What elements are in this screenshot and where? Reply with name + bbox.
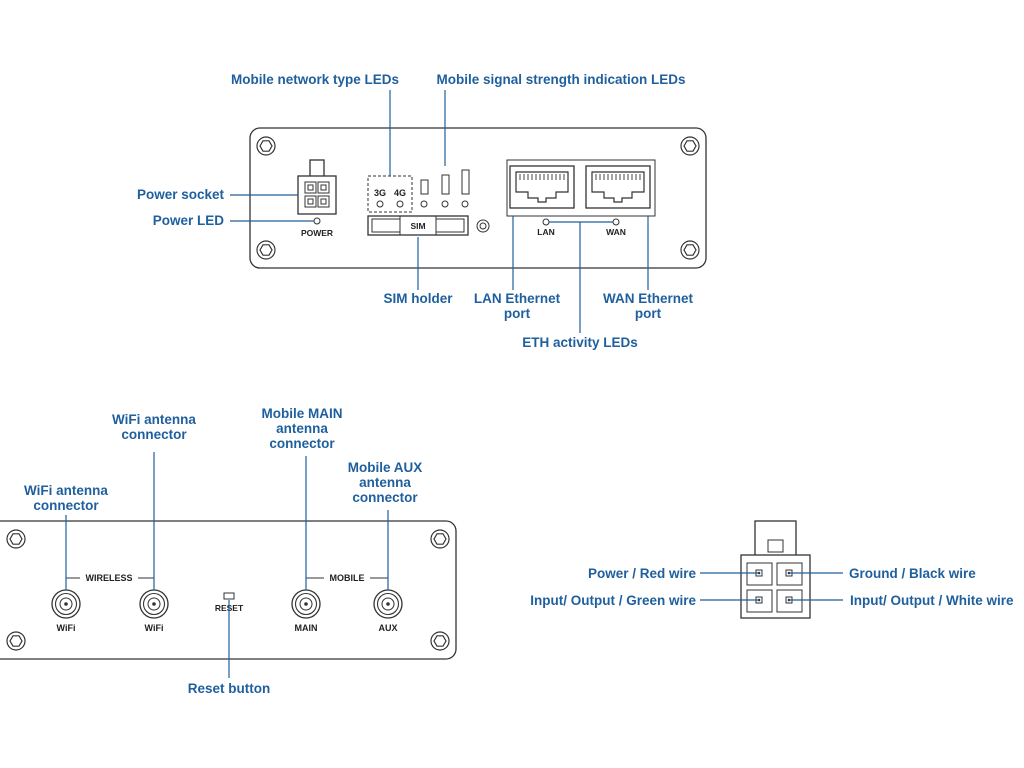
mobile-aux-antenna-connector — [373, 589, 403, 619]
screw-icon — [680, 240, 700, 260]
power-led-label: Power LED — [153, 213, 225, 228]
wifi-antenna-connector-1 — [51, 589, 81, 619]
eth-activity-leds-label: ETH activity LEDs — [522, 335, 638, 350]
mobile-main-label-line1: Mobile MAIN — [262, 406, 343, 421]
mobile-signal-strength-leds-label: Mobile signal strength indication LEDs — [436, 72, 685, 87]
front-panel-body — [249, 127, 707, 269]
mobile-main-label-line3: connector — [269, 436, 335, 451]
wifi-1-marking: WiFi — [57, 623, 76, 633]
wan-ethernet-port-label-line1: WAN Ethernet — [603, 291, 694, 306]
led-4g — [396, 200, 404, 208]
sim-marking: SIM — [410, 221, 425, 231]
mobile-main-label-line2: antenna — [276, 421, 328, 436]
sim-eject-button-center — [479, 222, 487, 230]
power-socket — [297, 159, 337, 215]
wan-marking: WAN — [606, 227, 626, 237]
lan-activity-led — [542, 218, 550, 226]
wireless-marking: WIRELESS — [85, 573, 132, 583]
power-connector — [740, 520, 811, 619]
screw-icon — [6, 529, 26, 549]
mobile-network-type-leds-label: Mobile network type LEDs — [231, 72, 399, 87]
screw-icon — [6, 631, 26, 651]
mobile-aux-label-line1: Mobile AUX — [348, 460, 423, 475]
wifi-antenna-connector-2 — [139, 589, 169, 619]
wifi-2-marking: WiFi — [145, 623, 164, 633]
power-led — [313, 217, 321, 225]
power-red-wire-label: Power / Red wire — [588, 566, 697, 581]
connector-latch — [754, 520, 797, 558]
screw-icon — [256, 136, 276, 156]
reset-button-label: Reset button — [188, 681, 271, 696]
back-panel-leaders — [65, 452, 389, 678]
front-panel-leaders — [230, 90, 649, 333]
sim-holder-label: SIM holder — [383, 291, 453, 306]
power-marking: POWER — [301, 228, 333, 238]
screw-icon — [430, 529, 450, 549]
wan-activity-led — [612, 218, 620, 226]
wifi-antenna-1-label-line1: WiFi antenna — [24, 483, 108, 498]
power-connector-leaders — [700, 572, 843, 601]
sim-holder — [367, 215, 469, 236]
ground-black-wire-label: Ground / Black wire — [849, 566, 976, 581]
signal-strength-leds — [420, 169, 470, 208]
led-3g — [376, 200, 384, 208]
led-4g-marking: 4G — [394, 188, 406, 198]
back-panel-body — [0, 520, 457, 660]
wan-ethernet-port — [585, 165, 651, 209]
wifi-antenna-2-label-line1: WiFi antenna — [112, 412, 196, 427]
main-marking: MAIN — [295, 623, 318, 633]
mobile-aux-label-line3: connector — [352, 490, 418, 505]
screw-icon — [256, 240, 276, 260]
reset-button — [223, 592, 235, 600]
pin-io-green — [746, 589, 773, 613]
lan-ethernet-port-label-line1: LAN Ethernet — [474, 291, 561, 306]
pin-ground — [776, 562, 803, 586]
lan-ethernet-port-label-line2: port — [504, 306, 531, 321]
wifi-antenna-2-label-line2: connector — [121, 427, 187, 442]
power-socket-label: Power socket — [137, 187, 225, 202]
aux-marking: AUX — [378, 623, 397, 633]
pin-io-white — [776, 589, 803, 613]
connector-latch-inner — [767, 539, 784, 553]
ethernet-area-box — [506, 159, 656, 217]
io-white-wire-label: Input/ Output / White wire — [850, 593, 1014, 608]
screw-icon — [430, 631, 450, 651]
sim-eject-button — [476, 219, 490, 233]
lan-marking: LAN — [537, 227, 554, 237]
mobile-marking: MOBILE — [330, 573, 365, 583]
mobile-main-antenna-connector — [291, 589, 321, 619]
screw-icon — [680, 136, 700, 156]
io-green-wire-label: Input/ Output / Green wire — [530, 593, 696, 608]
pin-power — [746, 562, 773, 586]
front-panel: POWER 3G 4G SIM — [249, 127, 707, 269]
mobile-aux-label-line2: antenna — [359, 475, 411, 490]
led-3g-marking: 3G — [374, 188, 386, 198]
wifi-antenna-1-label-line2: connector — [33, 498, 99, 513]
connector-body — [740, 554, 811, 619]
wan-ethernet-port-label-line2: port — [635, 306, 662, 321]
lan-ethernet-port — [509, 165, 575, 209]
